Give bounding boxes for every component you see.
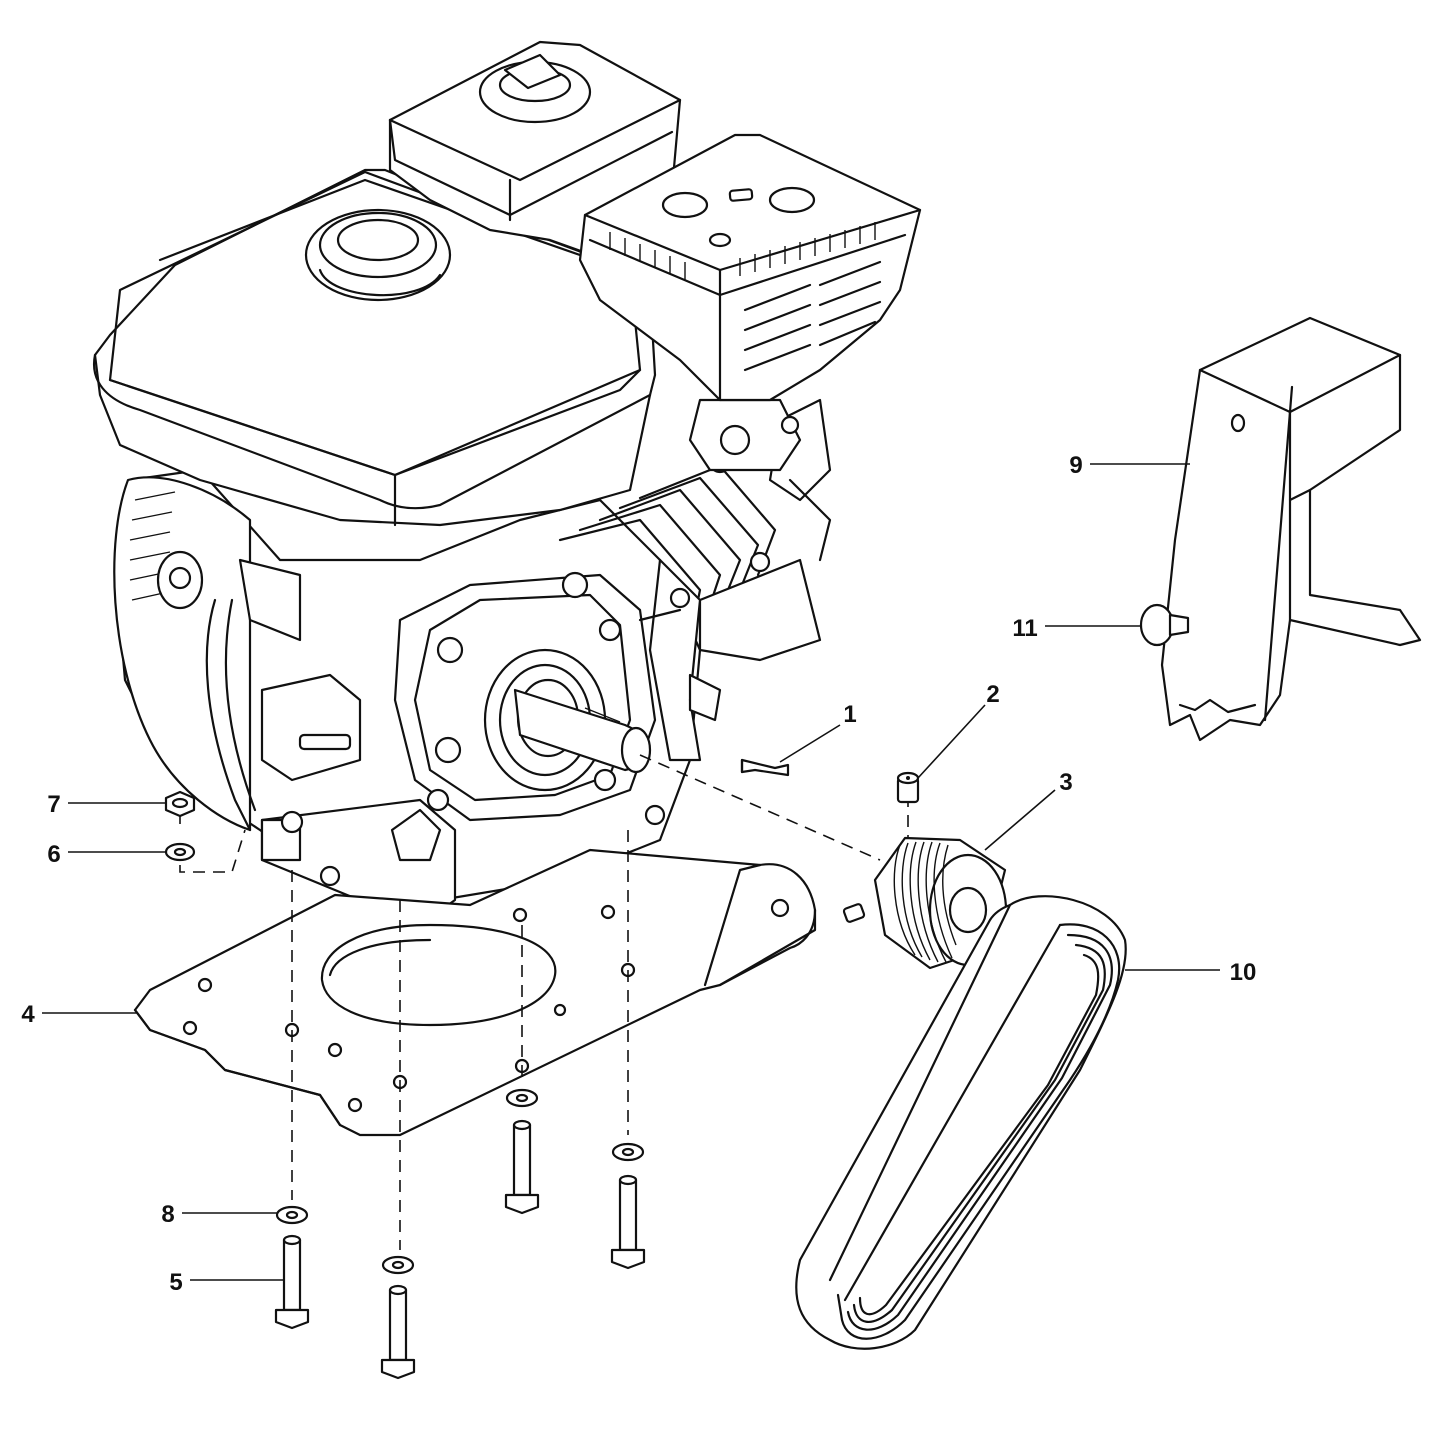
- base-plate: [133, 848, 817, 1137]
- bolt-1: [274, 1205, 310, 1330]
- base-plate-holes: [182, 904, 636, 1113]
- callout-label-8: 8: [161, 1201, 174, 1228]
- callout-6: 6: [47, 841, 166, 868]
- callout-label-1: 1: [843, 701, 856, 728]
- callout-label-11: 11: [1012, 615, 1037, 642]
- bolt-3: [504, 1088, 540, 1215]
- callout-5: 5: [169, 1269, 284, 1296]
- callout-2: 2: [917, 681, 1000, 779]
- callout-1: 1: [779, 701, 857, 763]
- set-screw: [896, 771, 920, 804]
- callout-label-6: 6: [47, 841, 60, 868]
- washer-left: [164, 842, 196, 862]
- belt-guard: [1160, 316, 1422, 742]
- callout-9: 9: [1069, 452, 1190, 479]
- callout-label-7: 7: [47, 791, 60, 818]
- callout-4: 4: [21, 1001, 138, 1028]
- callout-label-5: 5: [169, 1269, 182, 1296]
- callout-label-2: 2: [986, 681, 999, 708]
- pulley-grooves: [893, 841, 957, 963]
- shaft-key: [740, 758, 790, 777]
- callout-11: 11: [1012, 615, 1141, 642]
- callout-10: 10: [1125, 959, 1256, 986]
- bolt-2: [380, 1255, 416, 1380]
- crankshaft: [513, 688, 652, 774]
- callout-label-9: 9: [1069, 452, 1082, 479]
- muffler-vents: [609, 222, 876, 280]
- muffler: [578, 133, 922, 402]
- nut: [164, 790, 196, 818]
- guard-knob: [1139, 603, 1190, 647]
- bolt-4: [610, 1142, 646, 1270]
- muffler-louvers: [743, 260, 882, 372]
- cylinder-fins: [558, 464, 777, 642]
- callout-label-3: 3: [1059, 769, 1072, 796]
- callout-label-4: 4: [21, 1001, 35, 1028]
- fuel-tank: [93, 168, 657, 527]
- drive-belt: [795, 895, 1127, 1350]
- callout-label-10: 10: [1230, 959, 1257, 986]
- callout-8: 8: [161, 1201, 277, 1228]
- callout-3: 3: [984, 769, 1073, 851]
- callout-7: 7: [47, 791, 166, 818]
